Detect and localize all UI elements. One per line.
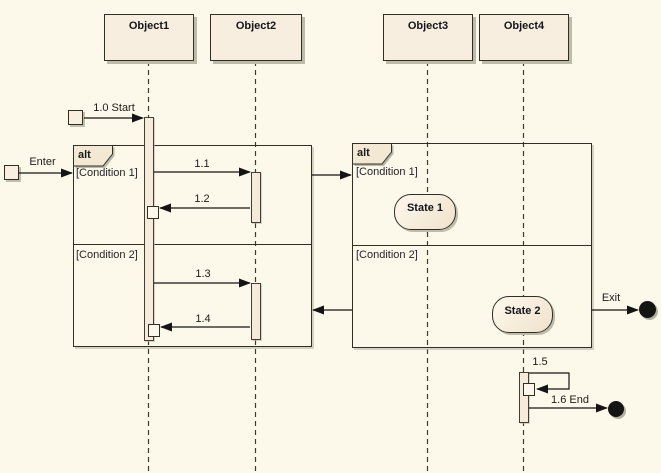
activation-bar-object4[interactable] — [519, 372, 529, 423]
state-node-1[interactable]: State 1 — [394, 194, 456, 230]
state-label: State 2 — [504, 304, 541, 317]
nested-activation-1-4[interactable] — [148, 324, 160, 337]
found-message-square-start[interactable] — [68, 110, 83, 125]
message-label-enter: Enter — [29, 156, 56, 168]
self-message-arrow-1-5[interactable] — [529, 372, 570, 394]
object-label: Object4 — [503, 20, 545, 32]
message-label-1-3: 1.3 — [195, 268, 211, 280]
object-label: Object2 — [235, 20, 277, 32]
object-label: Object3 — [407, 20, 449, 32]
activation-bar-object1[interactable] — [144, 117, 154, 341]
fragment-operator-label-right: alt — [357, 147, 370, 159]
guard-condition-left-1: [Condition 1] — [76, 167, 138, 179]
object-box-1[interactable]: Object1 — [104, 14, 194, 61]
found-message-square-enter[interactable] — [4, 165, 19, 180]
end-terminal-circle[interactable] — [608, 401, 624, 417]
object-label: Object1 — [128, 20, 170, 32]
guard-condition-left-2: [Condition 2] — [76, 249, 138, 261]
fragment-divider — [74, 244, 311, 245]
message-label-start: 1.0 Start — [93, 102, 135, 114]
state-node-2[interactable]: State 2 — [492, 296, 553, 333]
activation-bar-object2-b[interactable] — [251, 283, 261, 340]
message-label-1-5: 1.5 — [532, 356, 548, 368]
guard-condition-right-2: [Condition 2] — [356, 249, 418, 261]
message-label-exit: Exit — [601, 292, 621, 304]
guard-condition-right-1: [Condition 1] — [356, 166, 418, 178]
nested-activation-1-5[interactable] — [523, 383, 535, 396]
alt-fragment-left[interactable] — [73, 145, 312, 347]
message-label-1-4: 1.4 — [195, 313, 211, 325]
object-box-2[interactable]: Object2 — [210, 14, 302, 61]
object-box-4[interactable]: Object4 — [479, 14, 569, 61]
alt-fragment-right[interactable] — [352, 143, 592, 348]
fragment-operator-label-left: alt — [78, 149, 91, 161]
message-label-1-2: 1.2 — [194, 193, 210, 205]
nested-activation-1-2[interactable] — [147, 206, 159, 219]
exit-terminal-circle[interactable] — [639, 301, 656, 318]
message-label-1-1: 1.1 — [194, 158, 210, 170]
activation-bar-object2-a[interactable] — [251, 172, 261, 223]
fragment-divider — [353, 245, 591, 246]
object-box-3[interactable]: Object3 — [383, 14, 473, 61]
state-label: State 1 — [406, 202, 444, 214]
message-label-end: 1.6 End — [551, 394, 589, 406]
